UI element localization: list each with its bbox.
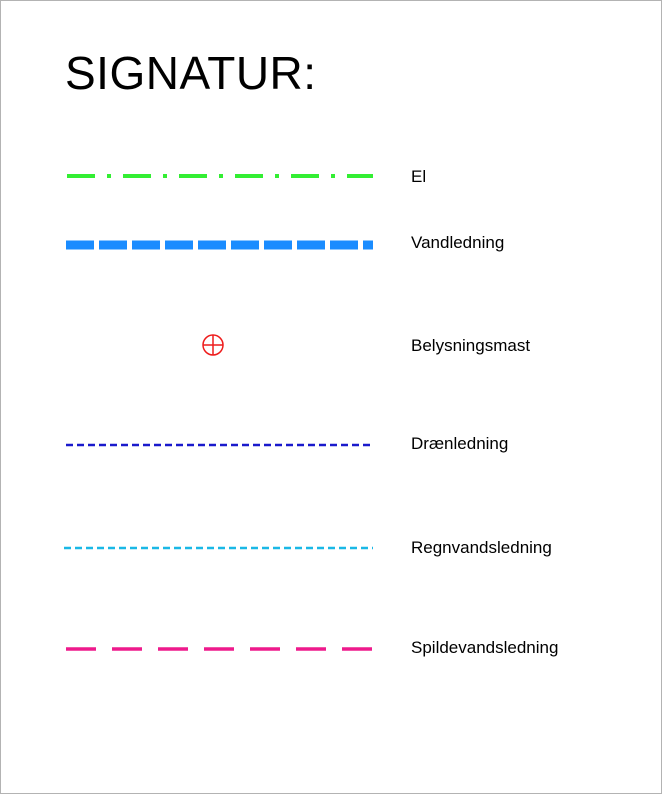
legend-title: SIGNATUR: xyxy=(65,47,317,99)
legend-label-draenledning: Drænledning xyxy=(411,434,509,453)
crosshair-circle-icon xyxy=(202,334,224,356)
legend-label-regnvandsledning: Regnvandsledning xyxy=(411,538,552,557)
legend-label-belysningsmast: Belysningsmast xyxy=(411,336,531,355)
legend-label-spildevandsledning: Spildevandsledning xyxy=(411,638,559,657)
legend-label-el: El xyxy=(411,167,427,186)
legend-label-vandledning: Vandledning xyxy=(411,233,505,252)
